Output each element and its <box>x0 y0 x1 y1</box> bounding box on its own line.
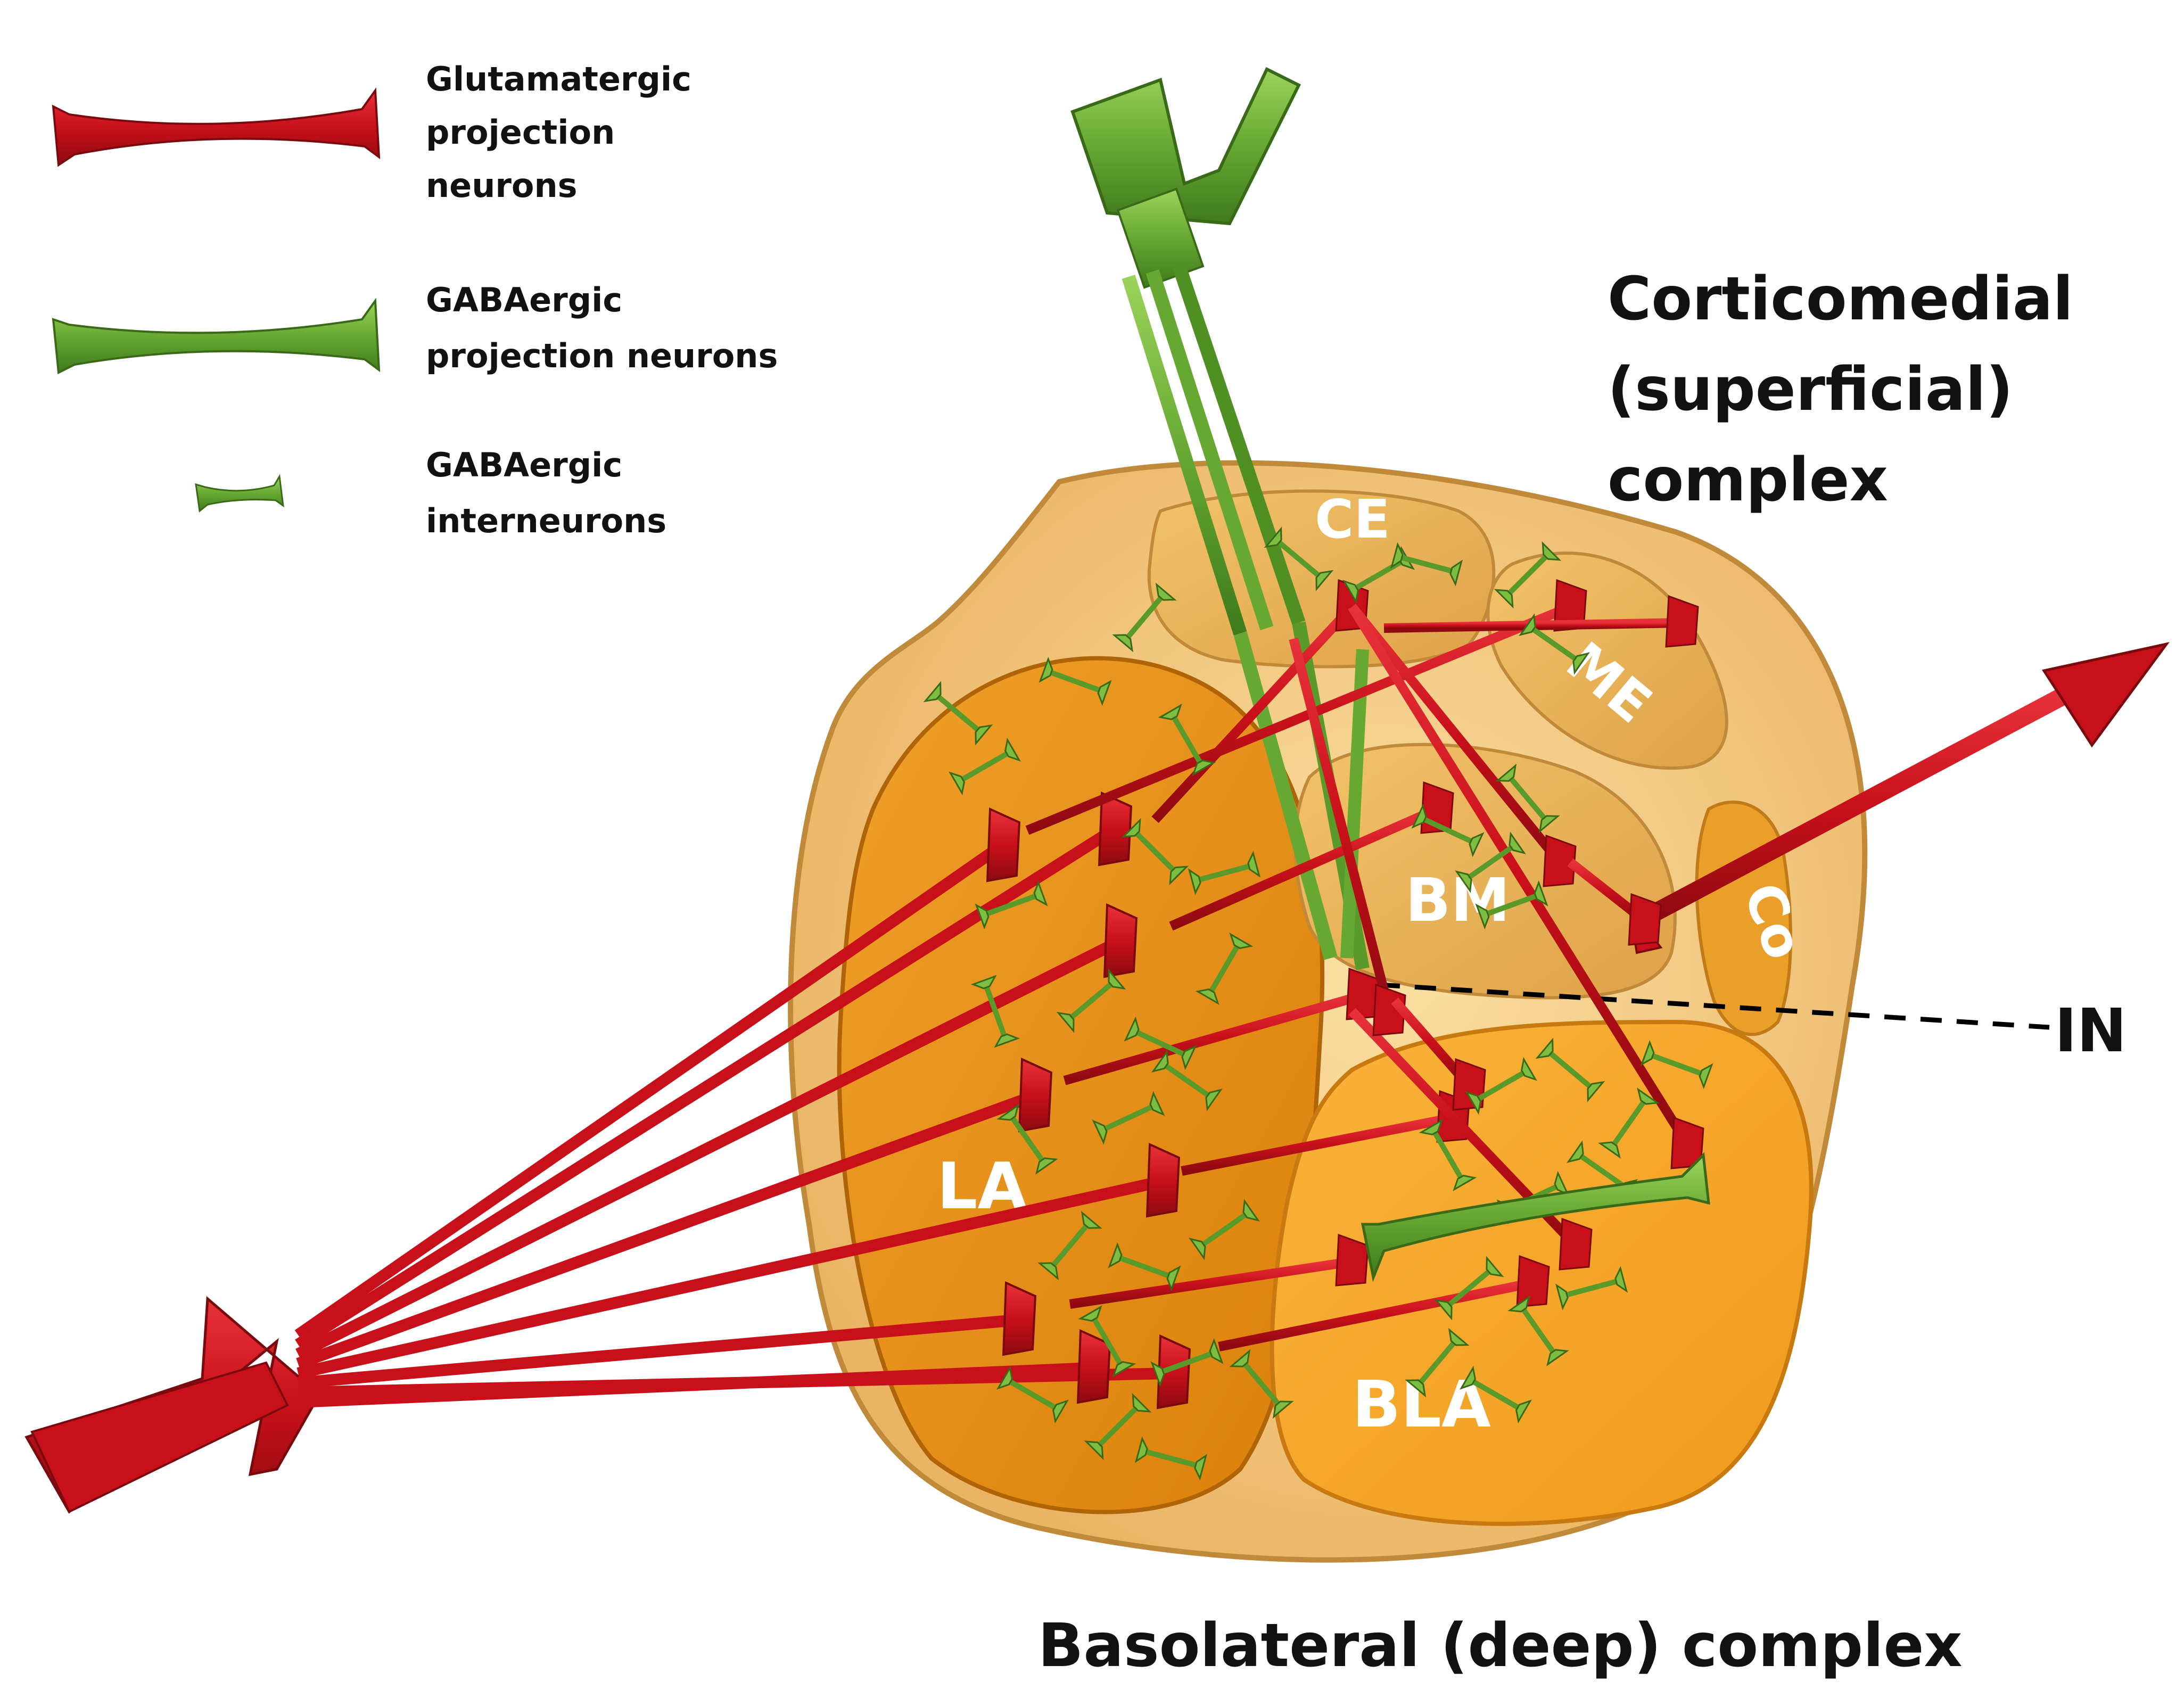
glutamatergic-projection-axon <box>1069 1257 1353 1309</box>
glutamatergic-soma <box>1665 595 1699 648</box>
glutamatergic-projection-axon <box>1169 804 1439 931</box>
legend: Glutamatergic projection neurons GABAerg… <box>52 60 778 540</box>
glutamatergic-projection-axon <box>1289 637 1394 1013</box>
glutamatergic-fan-axon <box>296 1091 1035 1370</box>
gaba-interneuron <box>1411 803 1485 858</box>
nucleus-bm-label: BM <box>1405 866 1510 935</box>
gaba-interneuron <box>1598 1087 1660 1159</box>
gaba-projection-output-arrow <box>1070 67 1370 970</box>
gaba-interneuron <box>1039 656 1112 706</box>
glutamatergic-projection-axon <box>1063 991 1364 1085</box>
gaba-interneuron <box>1475 880 1548 930</box>
glutamatergic-soma <box>1543 834 1577 887</box>
glutamatergic-fan-axon <box>295 937 1120 1359</box>
in-boundary-line <box>1378 982 2050 1030</box>
corticomedial-label: Corticomedial (superficial) complex <box>1608 265 2094 515</box>
glutamatergic-projection-axon <box>1348 604 1563 866</box>
glutamatergic-fan-projections <box>294 791 1191 1409</box>
legend-gaba-projection-label: GABAergic projection neurons <box>426 281 778 375</box>
gaba-interneuron <box>1555 1266 1628 1310</box>
glutamatergic-terminal <box>1018 1057 1053 1133</box>
gaba-interneuron <box>1519 613 1590 675</box>
glutamatergic-terminal <box>986 807 1021 883</box>
gaba-interneuron <box>1121 818 1189 886</box>
gaba-interneuron <box>1434 1256 1504 1321</box>
gaba-interneuron <box>996 1365 1069 1424</box>
gaba-interneuron <box>1158 704 1216 776</box>
gaba-projection-bla <box>1361 1152 1710 1282</box>
glutamatergic-soma <box>1372 983 1406 1036</box>
gaba-interneuron <box>1229 1349 1294 1419</box>
glutamatergic-input-arrow <box>24 1296 322 1514</box>
basolateral-label: Basolateral (deep) complex <box>1038 1611 1963 1680</box>
glutamatergic-terminal <box>1156 1334 1191 1409</box>
gaba-interneuron <box>1507 1295 1569 1366</box>
glutamatergic-fan-axon <box>294 841 1004 1340</box>
gaba-interneuron <box>1640 1040 1713 1090</box>
glutamatergic-projection-axon <box>1348 604 1692 1147</box>
gaba-interneuron <box>1390 542 1463 587</box>
gaba-interneuron <box>1150 1338 1224 1388</box>
glutamatergic-internal-projections <box>1025 579 1704 1351</box>
gaba-interneuron <box>1078 1305 1136 1378</box>
legend-gaba-interneuron-label: GABAergic interneurons <box>426 446 666 540</box>
gaba-interneuron <box>1195 933 1254 1005</box>
legend-glutamatergic-symbol <box>52 87 381 167</box>
gaba-interneuron <box>1455 831 1526 893</box>
glutamatergic-terminal <box>1103 903 1138 978</box>
glutamatergic-soma <box>1628 893 1662 946</box>
glutamatergic-projection-axon <box>1151 603 1356 823</box>
glutamatergic-fan-axon <box>295 825 1116 1350</box>
gaba-interneuron <box>1189 1199 1260 1260</box>
legend-gaba-projection-symbol <box>52 298 381 375</box>
gaba-interneuron <box>1151 1050 1223 1111</box>
glutamatergic-terminal <box>1076 1329 1111 1404</box>
gaba-interneuron <box>1419 1119 1477 1191</box>
gaba-interneuron <box>1264 526 1334 591</box>
gaba-interneuron <box>1112 582 1177 653</box>
glutamatergic-fan-axon <box>298 1314 1017 1389</box>
gaba-interneuron <box>1495 763 1560 834</box>
gaba-interneuron <box>1124 1016 1197 1070</box>
gaba-interneuron <box>1056 968 1126 1033</box>
glutamatergic-terminal <box>1098 791 1133 867</box>
gaba-interneuron <box>1188 851 1261 895</box>
gaba-interneuron <box>949 737 1021 796</box>
glutamatergic-fan-axon <box>296 1176 1162 1379</box>
nucleus-ce-label: CE <box>1315 488 1390 550</box>
nucleus-bm-region <box>1293 743 1677 1000</box>
glutamatergic-soma <box>1559 1217 1593 1271</box>
gaba-interneuron <box>1092 1091 1165 1145</box>
gaba-interneuron <box>1405 1328 1470 1398</box>
legend-gaba-interneuron-symbol <box>195 474 284 513</box>
in-label: IN <box>2055 996 2127 1066</box>
nucleus-me-region <box>1486 551 1728 770</box>
glutamatergic-projection-axon <box>1025 602 1572 835</box>
gaba-interneuron <box>1460 1365 1532 1424</box>
glutamatergic-soma <box>1516 1255 1550 1308</box>
gaba-interneuron <box>1134 1436 1208 1481</box>
gaba-interneuron <box>923 681 993 746</box>
gaba-interneuron <box>975 880 1048 930</box>
legend-glutamatergic-label: Glutamatergic projection neurons <box>426 60 703 205</box>
gaba-interneuron <box>1037 1210 1102 1281</box>
gaba-interneuron <box>1535 1037 1605 1102</box>
gaba-interneuron <box>1108 1242 1181 1292</box>
gaba-interneuron <box>970 975 1020 1048</box>
glutamatergic-projection-axon <box>1181 1113 1454 1176</box>
glutamatergic-projection-axon <box>1218 1278 1534 1351</box>
gaba-interneuron <box>996 1103 1058 1175</box>
gaba-interneuron <box>1465 1057 1537 1115</box>
glutamatergic-soma <box>1335 1233 1369 1287</box>
glutamatergic-fan-axon <box>298 1362 1092 1408</box>
gaba-interneuron <box>1494 541 1562 609</box>
gaba-interneuron <box>1084 1392 1152 1461</box>
glutamatergic-terminal <box>1002 1281 1037 1356</box>
glutamatergic-terminal <box>1145 1142 1181 1218</box>
